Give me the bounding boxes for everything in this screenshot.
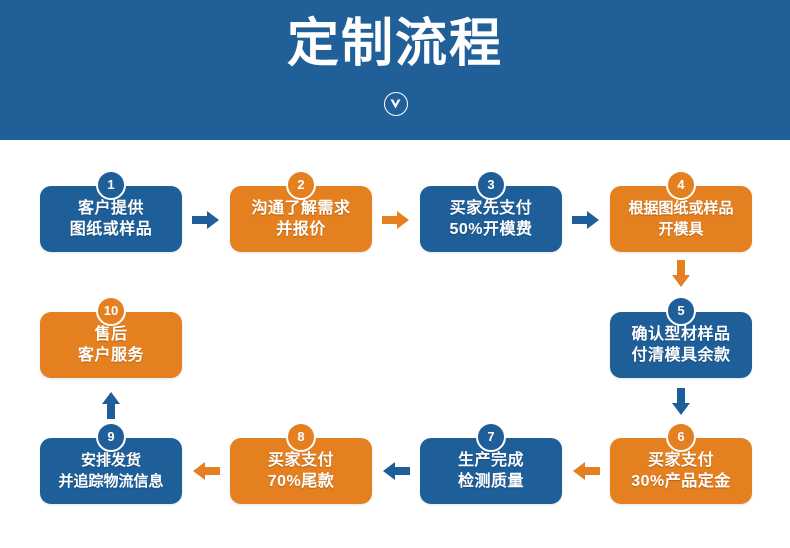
flow-node-1-line1: 客户提供 <box>77 200 144 217</box>
connector-9-to-10-arrow-up <box>101 392 121 420</box>
flow-node-6[interactable]: 6 买家支付 30%产品定金 <box>610 422 752 504</box>
header-banner: 定制流程 <box>0 0 790 140</box>
flow-node-3-line2: 50%开模费 <box>449 221 533 238</box>
flow-node-8-line1: 买家支付 <box>267 452 334 469</box>
flow-node-9[interactable]: 9 安排发货 并追踪物流信息 <box>40 422 182 504</box>
flow-node-3[interactable]: 3 买家先支付 50%开模费 <box>420 170 562 252</box>
flow-node-7-line2: 检测质量 <box>457 473 524 490</box>
flow-node-7-line1: 生产完成 <box>457 452 524 469</box>
connector-5-to-6-arrow-down <box>671 388 691 416</box>
flow-node-10-line2: 客户服务 <box>77 347 144 364</box>
flow-node-5[interactable]: 5 确认型材样品 付清模具余款 <box>610 296 752 378</box>
connector-8-to-9-arrow-left <box>192 461 220 481</box>
step-badge-9: 9 <box>96 422 126 452</box>
connector-1-to-2-arrow-right <box>192 210 220 230</box>
connector-3-to-4-arrow-right <box>572 210 600 230</box>
connector-6-to-7-arrow-left <box>572 461 600 481</box>
step-badge-7: 7 <box>476 422 506 452</box>
flow-node-3-line1: 买家先支付 <box>449 200 533 217</box>
flow-node-1-line2: 图纸或样品 <box>69 221 153 238</box>
flow-node-5-line1: 确认型材样品 <box>631 326 731 343</box>
step-badge-3: 3 <box>476 170 506 200</box>
step-badge-1: 1 <box>96 170 126 200</box>
step-badge-2: 2 <box>286 170 316 200</box>
flow-node-7[interactable]: 7 生产完成 检测质量 <box>420 422 562 504</box>
step-badge-8: 8 <box>286 422 316 452</box>
flow-node-6-line2: 30%产品定金 <box>631 473 731 490</box>
flow-node-4-line2: 开模具 <box>658 221 704 238</box>
process-flow: 1 客户提供 图纸或样品 2 沟通了解需求 并报价 3 买家先支付 50%开模费 <box>0 140 790 548</box>
flow-node-6-line1: 买家支付 <box>647 452 714 469</box>
flow-node-8-line2: 70%尾款 <box>267 473 335 490</box>
step-badge-10: 10 <box>96 296 126 326</box>
flow-node-4[interactable]: 4 根据图纸或样品 开模具 <box>610 170 752 252</box>
flow-node-10-line1: 售后 <box>94 326 128 343</box>
step-badge-5: 5 <box>666 296 696 326</box>
flow-node-2[interactable]: 2 沟通了解需求 并报价 <box>230 170 372 252</box>
connector-7-to-8-arrow-left <box>382 461 410 481</box>
chevron-down-circle-icon[interactable] <box>384 92 408 116</box>
flow-node-9-line2: 并追踪物流信息 <box>58 473 164 490</box>
connector-2-to-3-arrow-right <box>382 210 410 230</box>
page-title: 定制流程 <box>286 15 503 73</box>
flow-node-4-line1: 根据图纸或样品 <box>628 200 734 217</box>
connector-4-to-5-arrow-down <box>671 260 691 288</box>
flow-node-1[interactable]: 1 客户提供 图纸或样品 <box>40 170 182 252</box>
step-badge-6: 6 <box>666 422 696 452</box>
flow-node-5-line2: 付清模具余款 <box>631 347 731 364</box>
flow-node-9-line1: 安排发货 <box>80 452 141 469</box>
flow-node-10[interactable]: 10 售后 客户服务 <box>40 296 182 378</box>
step-badge-4: 4 <box>666 170 696 200</box>
flow-node-2-line1: 沟通了解需求 <box>251 200 351 217</box>
flow-node-8[interactable]: 8 买家支付 70%尾款 <box>230 422 372 504</box>
flow-node-2-line2: 并报价 <box>276 221 326 238</box>
